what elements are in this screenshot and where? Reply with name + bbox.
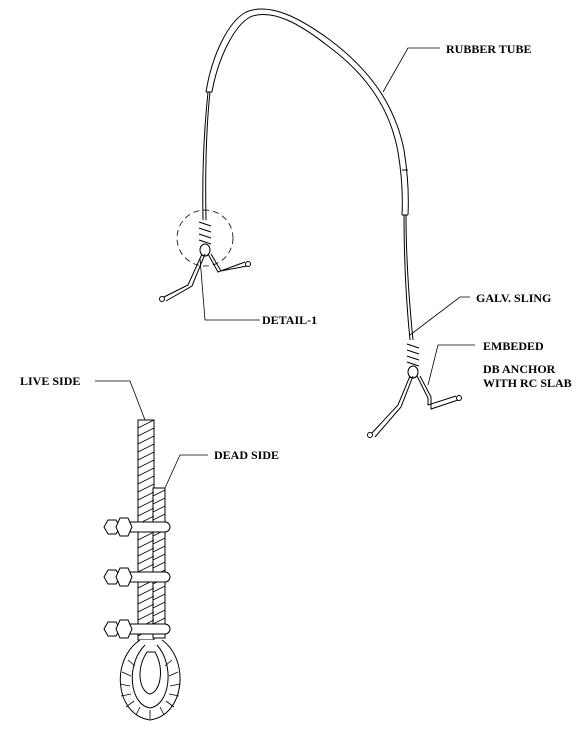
label-dead-side: DEAD SIDE	[214, 448, 279, 462]
rubber-tube	[205, 8, 409, 216]
rope-clip-1	[103, 517, 171, 537]
live-side-leader	[95, 380, 146, 421]
label-db-anchor: DB ANCHOR	[483, 362, 556, 376]
label-galv-sling: GALV. SLING	[476, 291, 551, 305]
rope-clip-2	[103, 567, 171, 587]
detail-rope-assembly	[95, 380, 208, 721]
label-with-rc-slab: WITH RC SLAB	[483, 376, 572, 390]
rope-clip-3	[103, 619, 171, 639]
sling-wire-right	[403, 214, 411, 341]
sling-assembly	[202, 8, 414, 341]
right-anchor	[367, 343, 462, 438]
detail-1-leader	[199, 257, 260, 321]
detail-circle	[176, 209, 234, 267]
dead-side-leader	[164, 454, 208, 489]
label-rubber-tube: RUBBER TUBE	[446, 42, 531, 56]
label-detail-1: DETAIL-1	[262, 313, 317, 327]
label-embeded: EMBEDED	[483, 339, 544, 353]
label-live-side: LIVE SIDE	[20, 374, 80, 388]
rope-eye-thimble	[119, 639, 181, 721]
sling-wire-left	[202, 91, 209, 221]
galv-sling-leader	[409, 296, 470, 336]
rubber-tube-leader	[382, 47, 440, 93]
left-anchor	[159, 209, 260, 321]
embeded-leader	[427, 344, 475, 386]
